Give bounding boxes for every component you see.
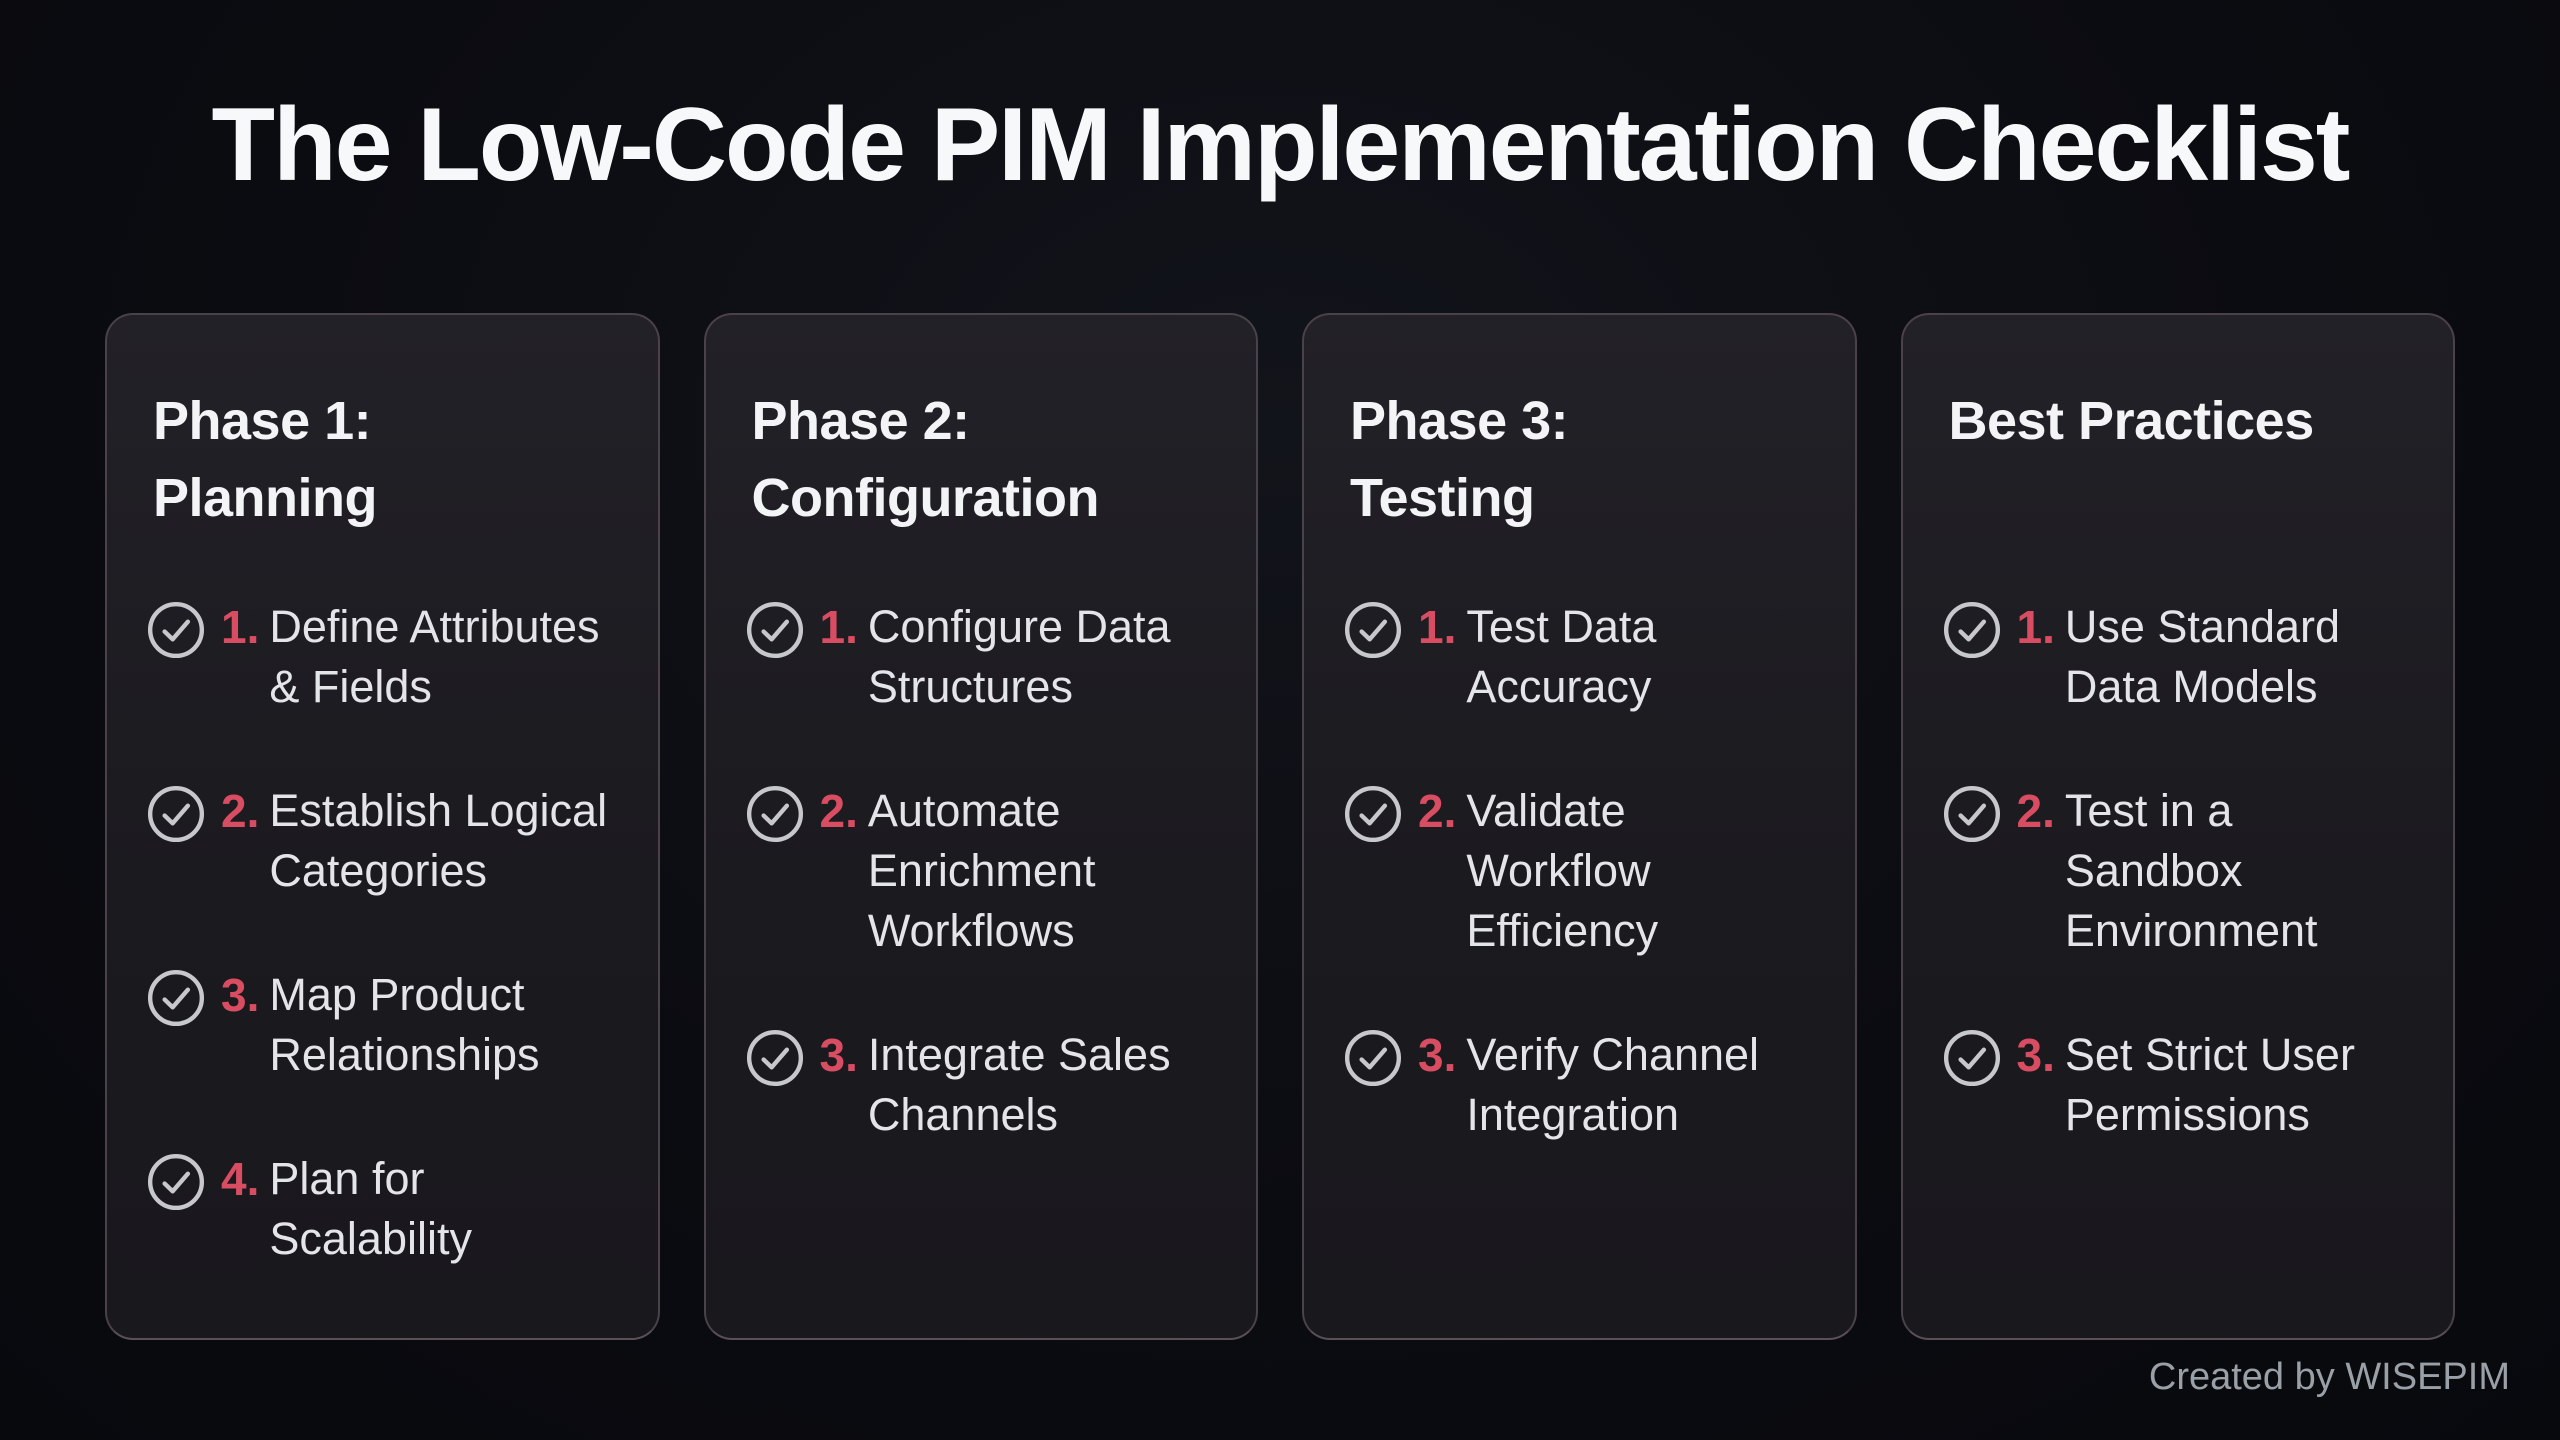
- item-number: 4.: [221, 1153, 260, 1205]
- item-number: 3.: [1418, 1029, 1457, 1081]
- checklist-item: 3. Integrate Sales Channels: [744, 1025, 1219, 1145]
- checklist-item: 1. Define Attributes & Fields: [145, 597, 620, 717]
- checklist-item: 3. Set Strict User Permissions: [1941, 1025, 2416, 1145]
- card-title: Phase 1: Planning: [153, 391, 377, 528]
- circle-check-icon: [1342, 1027, 1404, 1089]
- item-text: Establish Logical Categories: [269, 785, 608, 896]
- circle-check-icon: [145, 783, 207, 845]
- item-number: 2.: [221, 785, 260, 837]
- checklist: 1. Configure Data Structures 2. Automate…: [744, 597, 1219, 1145]
- item-number: 2.: [2016, 785, 2055, 837]
- item-number: 1.: [1418, 601, 1457, 653]
- item-text: Use Standard Data Models: [2064, 601, 2341, 712]
- checklist: 1. Test Data Accuracy 2. Validate Workfl…: [1342, 597, 1817, 1145]
- card-title: Best Practices: [1948, 391, 2315, 451]
- card-phase-3-testing: Phase 3: Testing 1. Test Data Accuracy 2…: [1302, 313, 1857, 1340]
- item-number: 1.: [2016, 601, 2055, 653]
- checklist: 1. Use Standard Data Models 2. Test in a…: [1941, 597, 2416, 1145]
- card-phase-1-planning: Phase 1: Planning 1. Define Attributes &…: [105, 313, 660, 1340]
- item-text: Set Strict User Permissions: [2064, 1029, 2355, 1140]
- item-text: Map Product Relationships: [269, 969, 540, 1080]
- item-text: Integrate Sales Channels: [867, 1029, 1171, 1140]
- attribution: Created by WISEPIM: [2148, 1356, 2510, 1398]
- checklist-item: 1. Use Standard Data Models: [1941, 597, 2416, 717]
- item-text: Define Attributes & Fields: [269, 601, 600, 712]
- card-best-practices: Best Practices 1. Use Standard Data Mode…: [1900, 313, 2455, 1340]
- circle-check-icon: [145, 599, 207, 661]
- circle-check-icon: [145, 1151, 207, 1213]
- card-title: Phase 2: Configuration: [751, 391, 1100, 528]
- circle-check-icon: [1941, 1027, 2003, 1089]
- cards-row: Phase 1: Planning 1. Define Attributes &…: [105, 313, 2455, 1340]
- circle-check-icon: [1941, 783, 2003, 845]
- item-number: 2.: [1418, 785, 1457, 837]
- checklist-item: 1. Test Data Accuracy: [1342, 597, 1817, 717]
- checklist-item: 1. Configure Data Structures: [744, 597, 1219, 717]
- item-number: 3.: [819, 1029, 858, 1081]
- page-title: The Low-Code PIM Implementation Checklis…: [211, 87, 2351, 203]
- item-number: 1.: [819, 601, 858, 653]
- item-text: Plan for Scalability: [269, 1153, 472, 1264]
- checklist-item: 3. Map Product Relationships: [145, 965, 620, 1085]
- checklist-item: 4. Plan for Scalability: [145, 1149, 620, 1269]
- circle-check-icon: [744, 783, 806, 845]
- item-number: 3.: [2016, 1029, 2055, 1081]
- item-number: 2.: [819, 785, 858, 837]
- checklist-item: 2. Validate Workflow Efficiency: [1342, 781, 1817, 961]
- item-text: Validate Workflow Efficiency: [1466, 785, 1659, 956]
- card-title: Phase 3: Testing: [1350, 391, 1569, 528]
- item-number: 3.: [221, 969, 260, 1021]
- item-text: Test Data Accuracy: [1466, 601, 1657, 712]
- card-phase-2-configuration: Phase 2: Configuration 1. Configure Data…: [703, 313, 1258, 1340]
- item-number: 1.: [221, 601, 260, 653]
- circle-check-icon: [744, 1027, 806, 1089]
- circle-check-icon: [1342, 783, 1404, 845]
- item-text: Configure Data Structures: [867, 601, 1171, 712]
- item-text: Test in a Sandbox Environment: [2064, 785, 2318, 956]
- checklist-item: 2. Establish Logical Categories: [145, 781, 620, 901]
- circle-check-icon: [145, 967, 207, 1029]
- circle-check-icon: [744, 599, 806, 661]
- circle-check-icon: [1342, 599, 1404, 661]
- circle-check-icon: [1941, 599, 2003, 661]
- checklist-item: 2. Test in a Sandbox Environment: [1941, 781, 2416, 961]
- checklist-item: 2. Automate Enrichment Workflows: [744, 781, 1219, 961]
- checklist: 1. Define Attributes & Fields 2. Establi…: [145, 597, 620, 1269]
- checklist-item: 3. Verify Channel Integration: [1342, 1025, 1817, 1145]
- item-text: Verify Channel Integration: [1466, 1029, 1760, 1140]
- item-text: Automate Enrichment Workflows: [867, 785, 1096, 956]
